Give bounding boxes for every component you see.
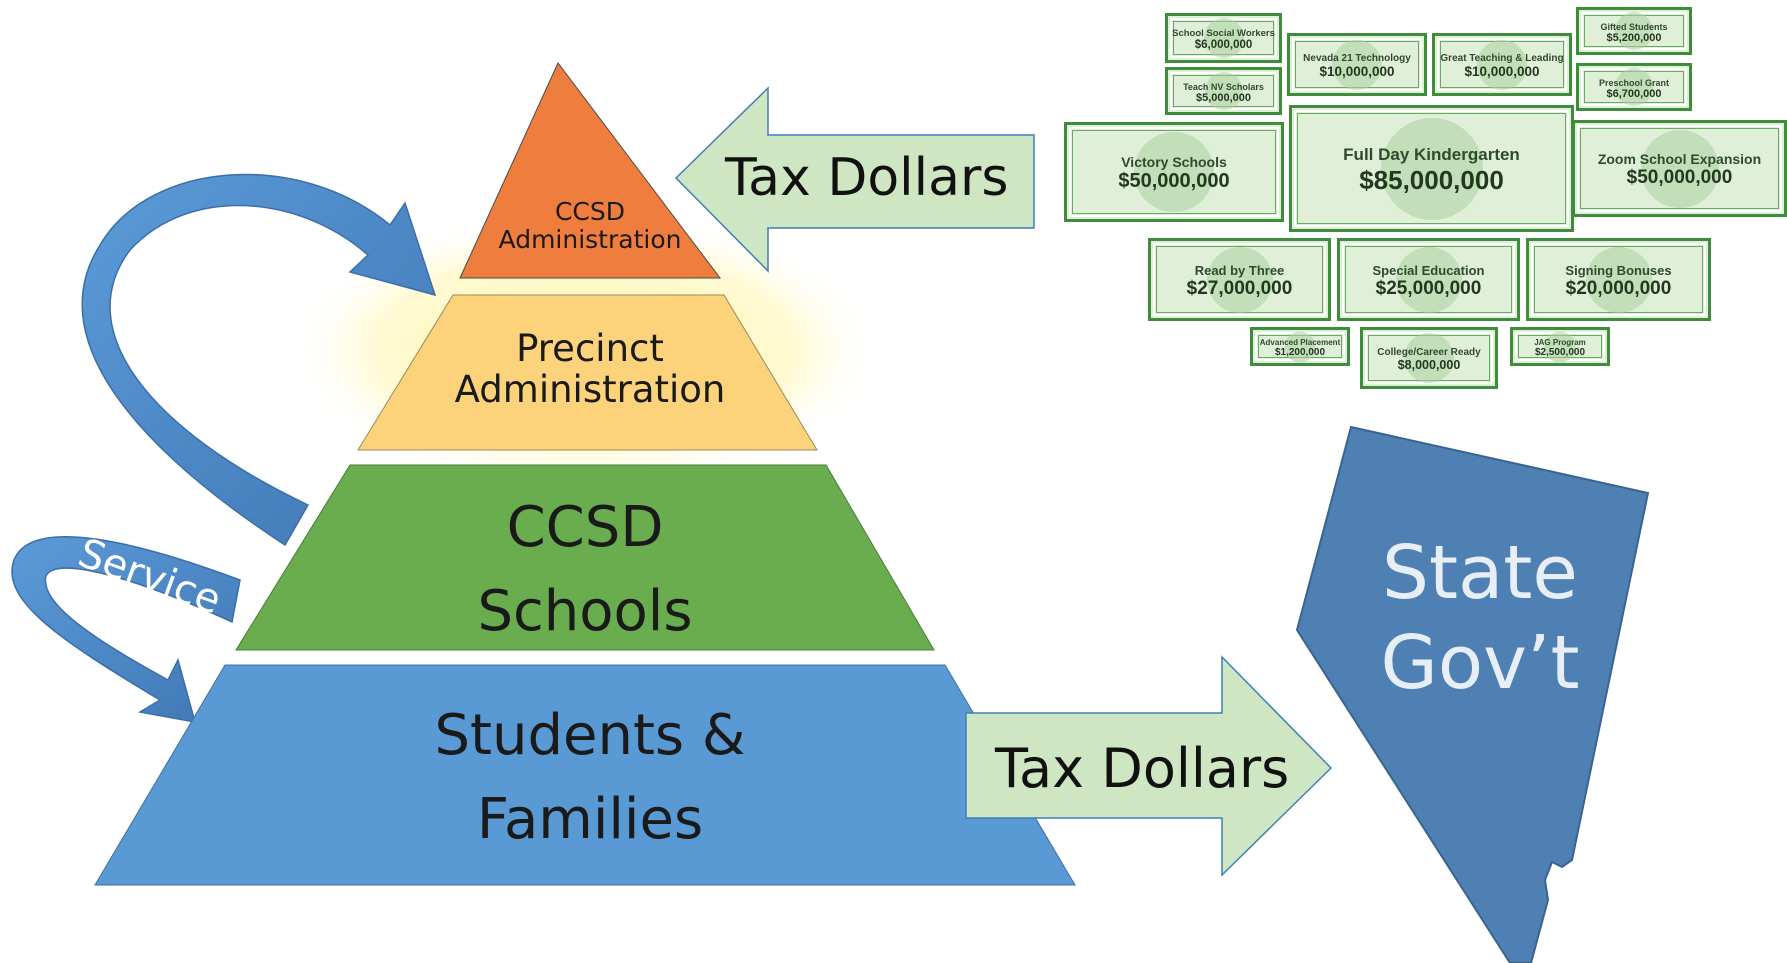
program-bill: JAG Program$2,500,000 bbox=[1510, 327, 1610, 366]
tier-label-line: CCSD bbox=[506, 495, 664, 560]
bill-seal bbox=[1204, 72, 1243, 110]
program-name: Nevada 21 Technology bbox=[1303, 53, 1411, 64]
program-bill: Read by Three$27,000,000 bbox=[1148, 238, 1331, 321]
program-bill: Great Teaching & Leading$10,000,000 bbox=[1432, 33, 1572, 96]
service-arrow-upper bbox=[81, 173, 437, 547]
program-bill: Special Education$25,000,000 bbox=[1337, 238, 1520, 321]
program-name: Gifted Students bbox=[1600, 22, 1668, 32]
bill-seal bbox=[1206, 246, 1273, 313]
program-name: Special Education bbox=[1372, 263, 1485, 278]
program-amount: $6,000,000 bbox=[1194, 39, 1253, 51]
program-amount: $10,000,000 bbox=[1464, 64, 1540, 79]
program-bill: Advanced Placement$1,200,000 bbox=[1250, 327, 1350, 366]
bill-seal bbox=[1395, 246, 1462, 313]
bill-seal bbox=[1203, 18, 1244, 58]
program-amount: $50,000,000 bbox=[1626, 167, 1733, 188]
tax-dollars-arrow-out bbox=[965, 655, 1333, 877]
program-amount: $8,000,000 bbox=[1397, 358, 1461, 372]
bill-seal bbox=[1284, 331, 1316, 362]
program-amount: $2,500,000 bbox=[1534, 347, 1586, 358]
program-bill: Teach NV Scholars$5,000,000 bbox=[1165, 67, 1282, 115]
tier-label-line: Administration bbox=[498, 225, 682, 254]
program-amount: $5,200,000 bbox=[1606, 32, 1662, 44]
tier-label-line: Students & bbox=[434, 703, 746, 768]
program-amount: $50,000,000 bbox=[1118, 170, 1230, 192]
program-name: Read by Three bbox=[1194, 263, 1285, 278]
program-name: School Social Workers bbox=[1172, 28, 1275, 39]
bill-seal bbox=[1640, 129, 1719, 208]
bill-seal bbox=[1134, 132, 1214, 212]
tier-label-line: Schools bbox=[477, 579, 693, 644]
program-name: Victory Schools bbox=[1121, 154, 1227, 170]
tier-label-precinct-administration: Precinct Administration bbox=[410, 328, 770, 411]
tier-ccsd-administration bbox=[459, 62, 722, 279]
program-bill: Preschool Grant$6,700,000 bbox=[1576, 63, 1692, 111]
program-amount: $27,000,000 bbox=[1186, 278, 1293, 299]
nevada-state-shape bbox=[1295, 425, 1650, 963]
program-amount: $10,000,000 bbox=[1319, 64, 1395, 79]
program-amount: $1,200,000 bbox=[1274, 347, 1326, 358]
program-name: Preschool Grant bbox=[1598, 78, 1670, 88]
tier-label-students-families: Students & Families bbox=[380, 694, 800, 862]
tier-label-line: CCSD bbox=[554, 197, 626, 226]
tier-label-line: Precinct bbox=[516, 327, 664, 370]
tier-label-line: Families bbox=[476, 787, 704, 852]
program-name: Teach NV Scholars bbox=[1183, 82, 1264, 92]
bill-seal bbox=[1404, 333, 1454, 383]
state-label-line: State bbox=[1382, 530, 1578, 616]
program-bill: College/Career Ready$8,000,000 bbox=[1360, 327, 1498, 389]
bill-seal bbox=[1585, 246, 1652, 313]
program-bill: Zoom School Expansion$50,000,000 bbox=[1572, 120, 1787, 217]
tier-students-families bbox=[94, 664, 1076, 886]
program-name: College/Career Ready bbox=[1377, 347, 1481, 358]
program-bill: School Social Workers$6,000,000 bbox=[1165, 13, 1282, 63]
bill-seal bbox=[1544, 331, 1576, 362]
state-label-line: Gov’t bbox=[1380, 620, 1580, 707]
bill-seal bbox=[1615, 68, 1653, 106]
bill-seal bbox=[1615, 12, 1653, 50]
tax-dollars-out-label: Tax Dollars bbox=[995, 737, 1290, 800]
program-amount: $6,700,000 bbox=[1606, 88, 1662, 100]
bill-seal bbox=[1332, 39, 1382, 90]
tier-precinct-administration bbox=[357, 294, 818, 451]
program-amount: $5,000,000 bbox=[1195, 92, 1252, 104]
program-name: Zoom School Expansion bbox=[1597, 151, 1762, 167]
program-bill: Victory Schools$50,000,000 bbox=[1064, 122, 1284, 222]
program-bill: Nevada 21 Technology$10,000,000 bbox=[1287, 33, 1427, 96]
program-amount: $85,000,000 bbox=[1359, 165, 1504, 195]
program-bill: Full Day Kindergarten$85,000,000 bbox=[1289, 105, 1574, 232]
program-name: Full Day Kindergarten bbox=[1343, 145, 1520, 164]
program-name: Advanced Placement bbox=[1259, 338, 1341, 347]
state-govt-label: State Gov’t bbox=[1340, 528, 1620, 709]
program-name: JAG Program bbox=[1534, 338, 1586, 347]
bill-seal bbox=[1380, 117, 1483, 220]
tier-label-ccsd-schools: CCSD Schools bbox=[385, 486, 785, 654]
program-name: Great Teaching & Leading bbox=[1440, 53, 1564, 64]
tax-dollars-arrow-in bbox=[674, 86, 1035, 273]
program-amount: $25,000,000 bbox=[1375, 278, 1482, 299]
tax-dollars-in-label: Tax Dollars bbox=[725, 148, 1009, 208]
program-bill: Gifted Students$5,200,000 bbox=[1576, 7, 1692, 55]
program-name: Signing Bonuses bbox=[1565, 263, 1672, 278]
tier-label-ccsd-administration: CCSD Administration bbox=[470, 198, 710, 254]
program-bill: Signing Bonuses$20,000,000 bbox=[1526, 238, 1711, 321]
tier-label-line: Administration bbox=[454, 368, 726, 412]
tier-ccsd-schools bbox=[235, 464, 935, 651]
service-arrow-lower-body bbox=[11, 536, 241, 723]
bill-seal bbox=[1477, 39, 1527, 90]
program-amount: $20,000,000 bbox=[1565, 278, 1672, 299]
